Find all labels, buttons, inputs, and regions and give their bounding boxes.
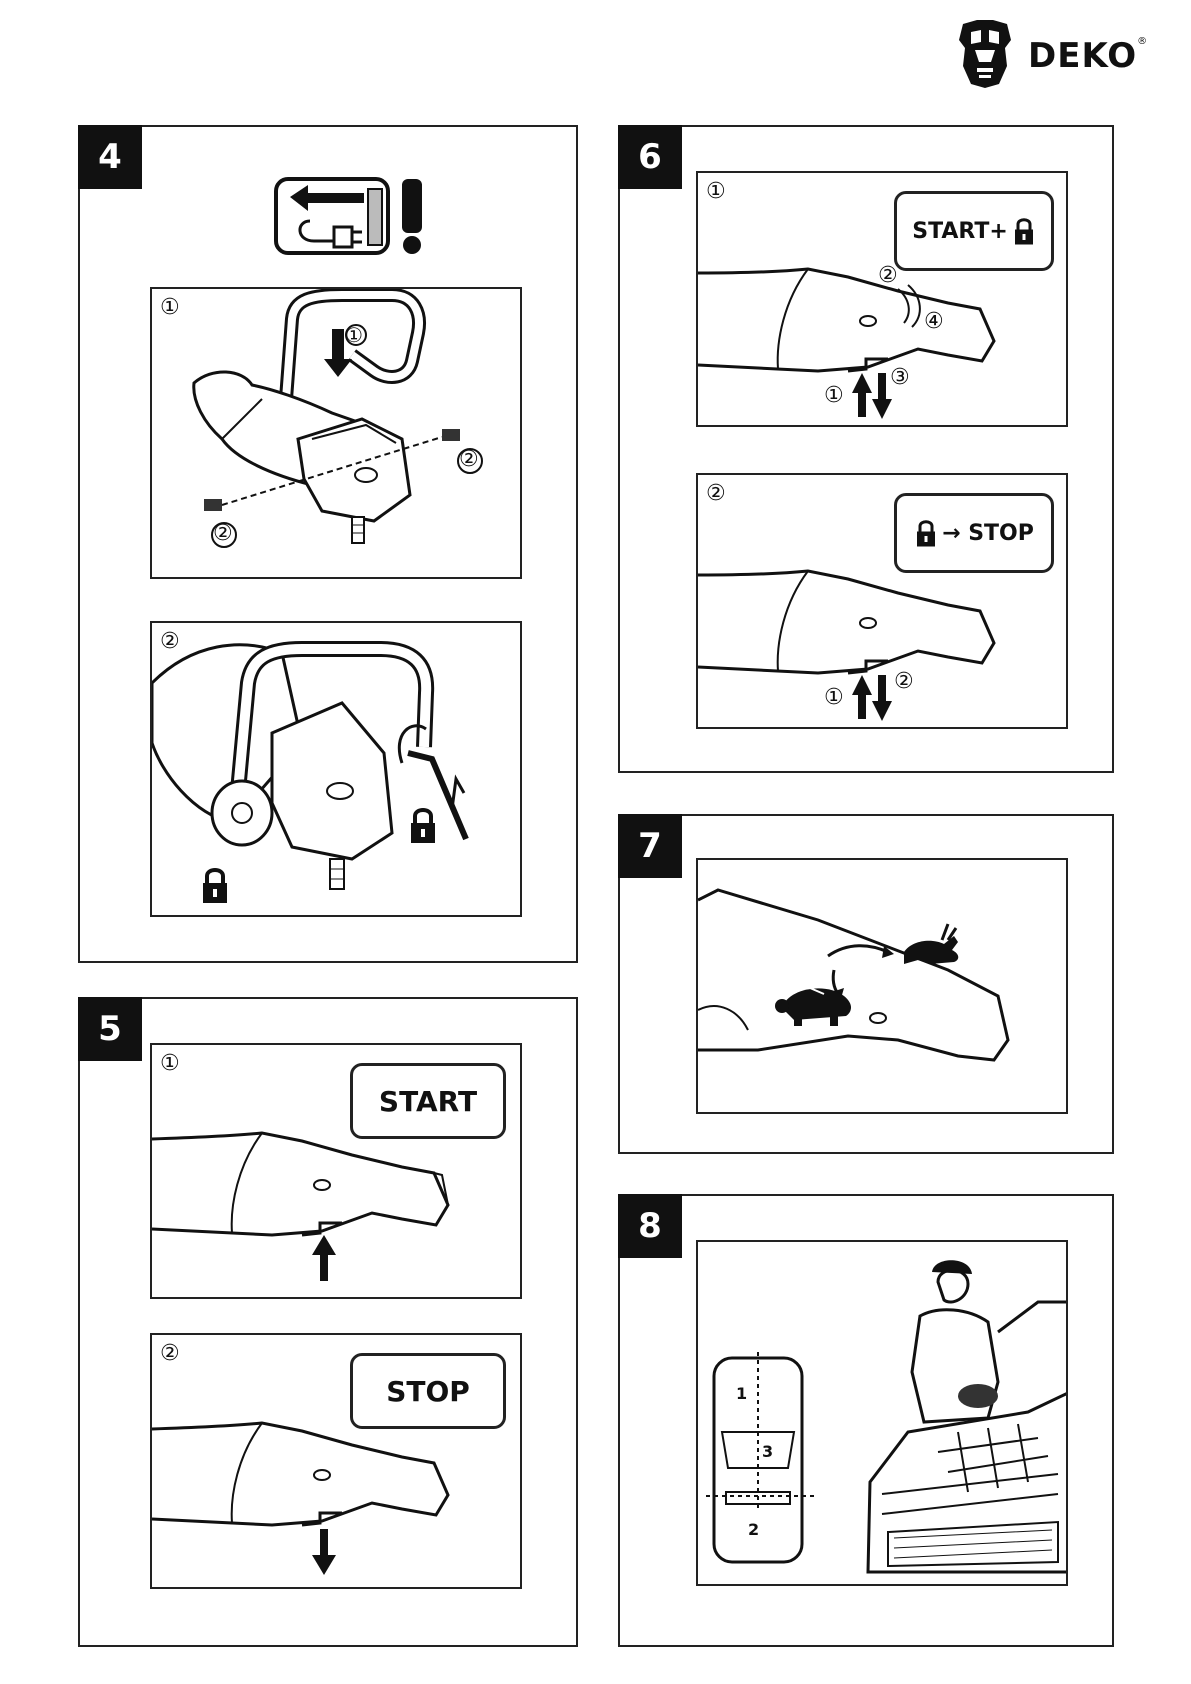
- section-8: 8 1 3 2: [618, 1194, 1114, 1647]
- section-number: 5: [78, 997, 142, 1061]
- section-6: 6 ① ② ④ ① ③ START+ ②: [618, 125, 1114, 773]
- polisher-handle-illustration: [152, 289, 522, 579]
- step-panel-start: ① START: [150, 1043, 522, 1299]
- lock-icon: [1012, 216, 1036, 246]
- arrow-stop-text: → STOP: [942, 521, 1034, 546]
- section-5: 5 ① START ② STOP: [78, 997, 578, 1647]
- section-number: 7: [618, 814, 682, 878]
- lock-icon: [200, 865, 230, 905]
- step-panel-unlock-stop: ② ① ② → STOP: [696, 473, 1068, 729]
- lock-icon: [914, 518, 938, 548]
- step-panel-stop: ② STOP: [150, 1333, 522, 1589]
- callout-1: ①: [824, 383, 844, 408]
- zone-label-3: 3: [762, 1442, 773, 1461]
- section-4: 4 ①: [78, 125, 578, 963]
- lock-stop-label: → STOP: [894, 493, 1054, 573]
- start-label: START: [350, 1063, 506, 1139]
- unplug-warning-icon: [274, 175, 434, 257]
- callout-step-1: ①: [345, 323, 363, 347]
- callout-2: ②: [894, 669, 914, 694]
- lock-icon: [408, 805, 438, 845]
- callout-screw-left: ②: [213, 521, 233, 546]
- step-panel-lock-handle: ②: [150, 621, 522, 917]
- brand-logo: DEKO®: [955, 18, 1170, 90]
- step-panel-attach-handle: ① ① ② ②: [150, 287, 522, 579]
- section-number: 4: [78, 125, 142, 189]
- registered-mark: ®: [1137, 36, 1148, 47]
- callout-3: ③: [890, 365, 910, 390]
- start-lock-label: START+: [894, 191, 1054, 271]
- step-panel-start-lock: ① ② ④ ① ③ START+: [696, 171, 1068, 427]
- section-number: 6: [618, 125, 682, 189]
- section-7: 7: [618, 814, 1114, 1154]
- section-number: 8: [618, 1194, 682, 1258]
- zone-label-1: 1: [736, 1384, 747, 1403]
- start-plus-text: START+: [912, 219, 1008, 244]
- stop-label: STOP: [350, 1353, 506, 1429]
- speed-dial-panel: [696, 858, 1068, 1114]
- zone-label-2: 2: [748, 1520, 759, 1539]
- callout-screw-right: ②: [459, 447, 479, 472]
- polishing-zones-panel: 1 3 2: [696, 1240, 1068, 1586]
- callout-2: ②: [878, 263, 898, 288]
- robot-head-icon: [955, 18, 1015, 90]
- callout-1: ①: [824, 685, 844, 710]
- speed-dial-illustration: [698, 860, 1068, 1114]
- brand-name: DEKO: [1028, 36, 1137, 76]
- rabbit-icon: [904, 924, 958, 964]
- callout-4: ④: [924, 309, 944, 334]
